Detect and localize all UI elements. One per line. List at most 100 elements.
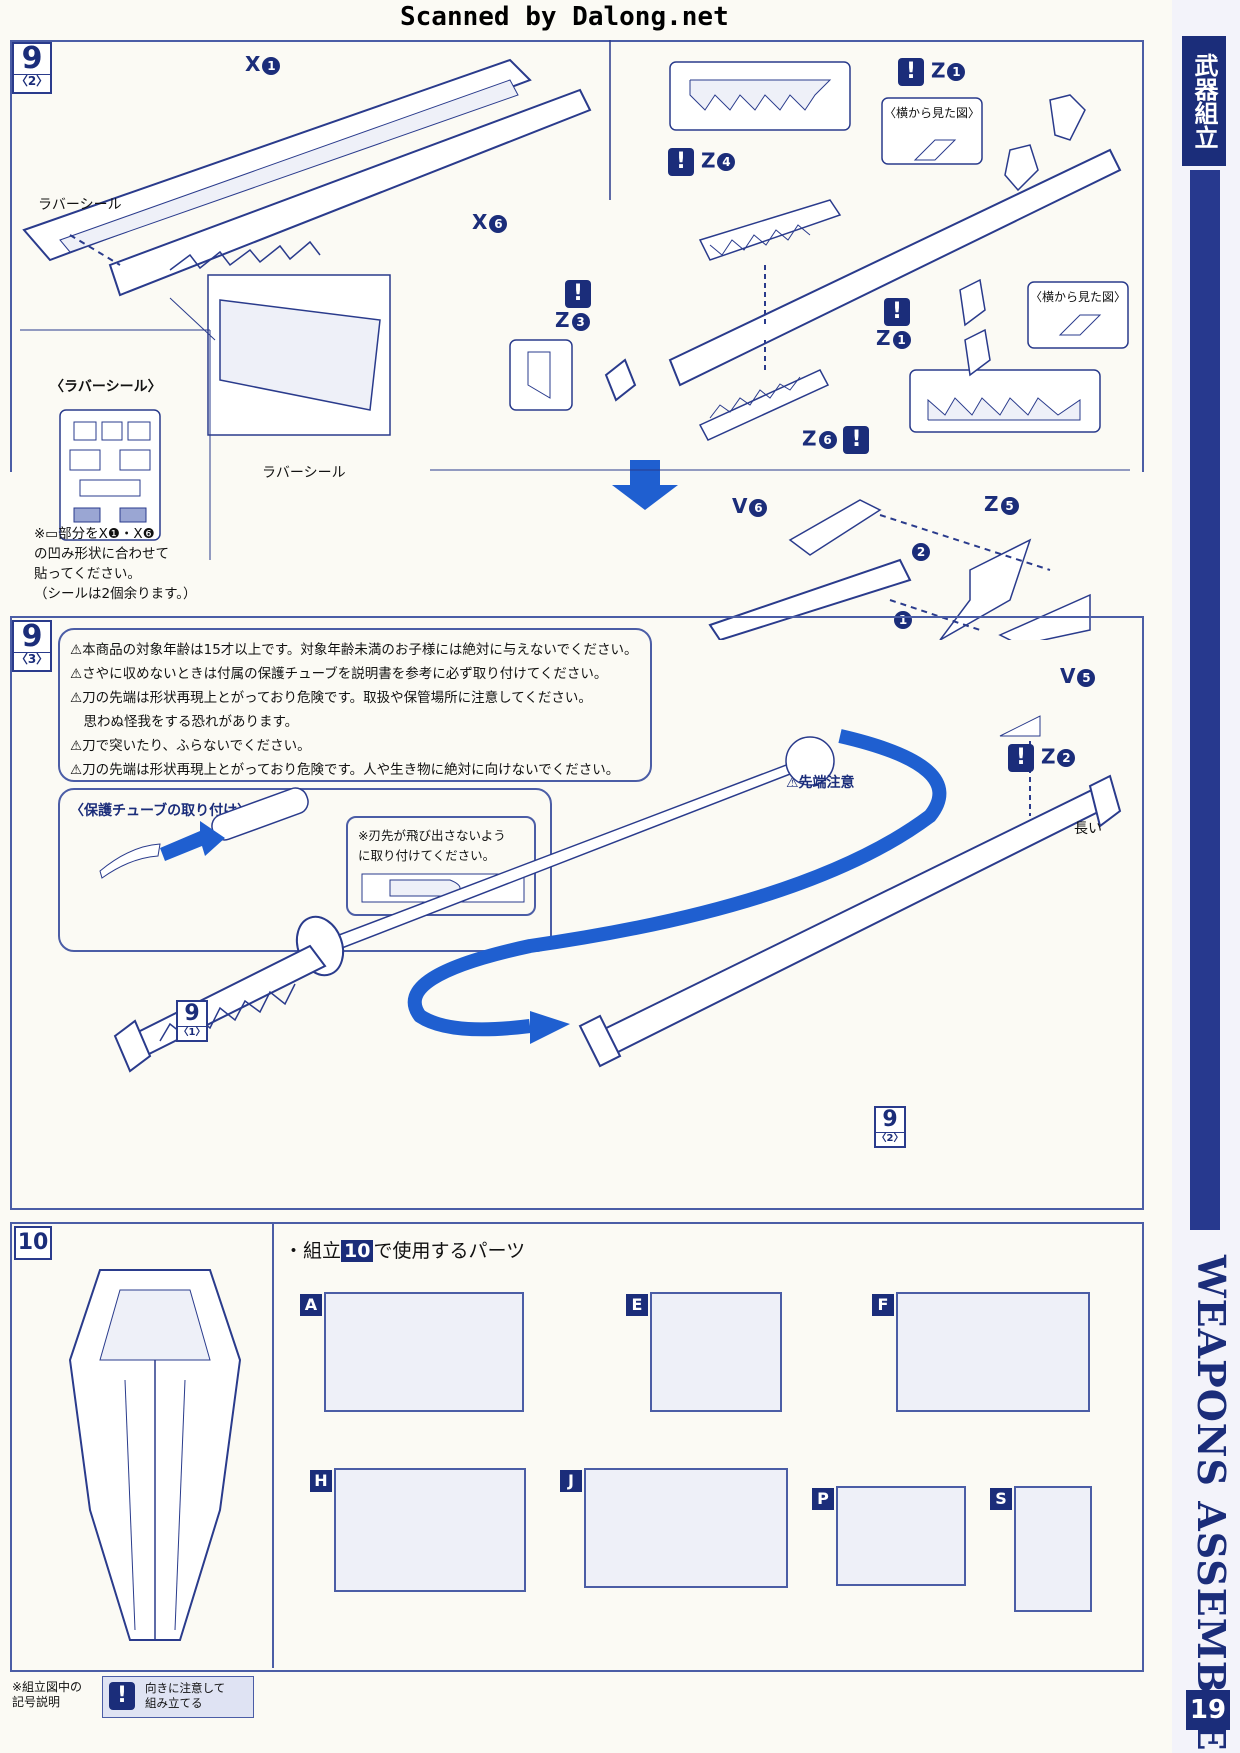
clip-z1-bottom	[959, 278, 986, 327]
runner-a: A	[300, 1292, 524, 1412]
step-number: 9	[21, 41, 43, 76]
runner-j: J	[560, 1468, 788, 1588]
teeth-piece-z4	[698, 199, 842, 261]
step-9-2-panel	[10, 40, 1144, 472]
label-number: 6	[818, 431, 837, 449]
label-letter: Z	[802, 426, 817, 451]
runner-tag: F	[872, 1294, 894, 1316]
tsuba-z3	[604, 358, 637, 402]
step-sub: 〈3〉	[14, 652, 50, 666]
caution-icon: !	[884, 298, 910, 326]
step-9-2-number: 9 〈2〉	[12, 42, 52, 94]
order-1: 1	[892, 606, 912, 630]
label-number: 6	[489, 214, 508, 233]
seal-note-line: 貼ってください。	[34, 566, 141, 582]
label-number: 3	[571, 312, 590, 331]
legend-title: ※組立図中の 記号説明	[12, 1680, 82, 1710]
shield-illustration	[68, 1269, 242, 1641]
order-number: 2	[912, 542, 930, 561]
caution-icon: !	[565, 280, 591, 308]
teeth-z6	[709, 376, 801, 419]
callout-line	[169, 297, 216, 341]
seal-piece	[73, 421, 97, 441]
step-number: 9	[882, 1107, 898, 1132]
scanner-watermark: Scanned by Dalong.net	[400, 2, 729, 32]
label-letter: Z	[700, 148, 716, 173]
callout-teeth-top-shape	[689, 79, 832, 111]
teeth-z4	[709, 224, 811, 256]
inset-part	[219, 299, 381, 411]
warning-list: ⚠本商品の対象年齢は15才以上です。対象年齢未満のお子様には絶対に与えないでくだ…	[70, 638, 646, 782]
callout-side-view-2	[1027, 281, 1129, 349]
parts-heading-prefix: ・組立	[284, 1240, 342, 1262]
runner-tag: J	[560, 1470, 582, 1492]
label-letter: V	[732, 494, 748, 518]
label-number: 6	[749, 498, 768, 517]
step-number: 9	[184, 1001, 200, 1026]
callout-teeth-bottom-shape	[927, 397, 1081, 421]
caution-icon: !	[898, 58, 924, 86]
warning-line: 思わぬ怪我をする恐れがあります。	[70, 714, 299, 730]
order-number: 1	[894, 610, 912, 629]
label-number: 2	[1057, 749, 1076, 767]
label-number: 5	[1000, 496, 1019, 515]
clip-z1-top-2	[1004, 144, 1039, 192]
caution-icon: !	[109, 1682, 135, 1710]
symbol-legend: ※組立図中の 記号説明 ! 向きに注意して 組み立てる	[12, 1676, 272, 1720]
long-label: 長い	[1074, 821, 1102, 837]
legend-desc: 向きに注意して 組み立てる	[145, 1681, 225, 1711]
chapter-tab: 武器組立	[1182, 36, 1226, 166]
teeth-piece-z6	[698, 369, 830, 441]
runner-tag: P	[812, 1488, 834, 1510]
label-letter: Z	[555, 308, 570, 332]
callout-side-view-1	[881, 97, 983, 165]
step-10-panel	[10, 1222, 1144, 1672]
clip-z1-bottom-2	[964, 328, 991, 377]
label-number: 5	[1077, 668, 1096, 687]
seal-note-line: の凹み形状に合わせて	[34, 546, 169, 562]
part-z2	[999, 715, 1041, 737]
legend-desc-line: 向きに注意して	[145, 1681, 226, 1695]
label-rubber-seal-inset: ラバーシール	[262, 465, 346, 481]
clip-z1-top	[1049, 94, 1086, 141]
runner-f: F	[872, 1292, 1090, 1412]
vertical-title: WEAPONS ASSEMBLE	[1189, 1255, 1234, 1752]
label-letter: X	[472, 210, 488, 234]
seal-note-line: ※▭部分をX❶・X❻	[34, 526, 155, 542]
assembly-dashed-line	[69, 234, 121, 266]
side-view-label-1: 〈横から見た図〉	[884, 106, 981, 120]
seal-piece-filled	[119, 507, 147, 523]
tube-heading: 〈保護チューブの取り付け〉	[70, 803, 252, 819]
label-letter: Z	[1040, 744, 1056, 769]
insertion-arrow	[407, 729, 947, 1037]
step-9-2-illustration	[20, 40, 1130, 640]
z3-shape	[527, 351, 551, 399]
pommel	[113, 1019, 152, 1073]
safety-warning-box: ⚠本商品の対象年齢は15才以上です。対象年齢未満のお子様には絶対に与えないでくだ…	[58, 628, 652, 782]
katana-blade	[308, 755, 818, 959]
step-sub: 〈2〉	[876, 1132, 904, 1144]
tip-caution-label: ⚠先端注意	[786, 775, 855, 791]
side-view-shape-2	[1058, 314, 1102, 336]
callout-teeth-bottom	[909, 369, 1101, 433]
parts-heading-step: 10	[341, 1240, 374, 1262]
tube-arrow	[160, 821, 225, 861]
step-10-number: 10	[14, 1226, 52, 1260]
shield-line	[124, 1379, 136, 1631]
warning-line: ⚠刀の先端は形状再現上とがっており危険です。人や生き物に絶対に向けないでください…	[70, 762, 620, 778]
step-9-3-number: 9 〈3〉	[12, 620, 52, 672]
seal-piece-filled	[73, 507, 101, 523]
seal-note: ※▭部分をX❶・X❻ の凹み形状に合わせて 貼ってください。 （シールは2個余り…	[34, 524, 224, 604]
sheath-teeth	[169, 240, 321, 271]
legend-title-line: ※組立図中の	[12, 1680, 83, 1694]
label-rubber-seal: ラバーシール	[38, 197, 122, 213]
parts-heading-suffix: で使用するパーツ	[373, 1240, 526, 1262]
